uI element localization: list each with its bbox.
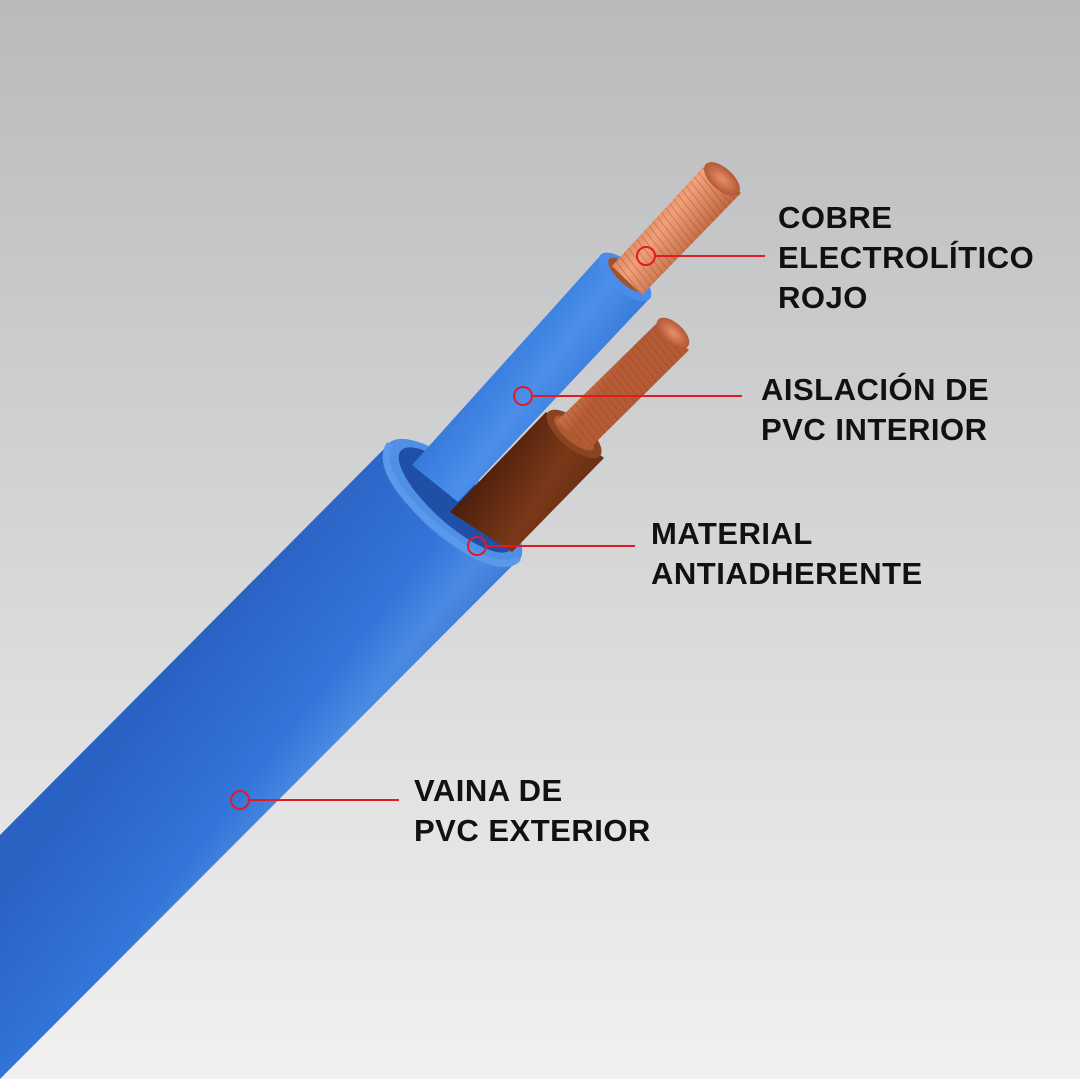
label-line: ROJO [778, 280, 868, 315]
callout-leaders [230, 246, 765, 810]
label-cobre-electrolitico: COBRE ELECTROLÍTICO ROJO [778, 198, 1034, 318]
copper-conductor-upper [612, 162, 741, 295]
label-line: MATERIAL [651, 516, 813, 551]
label-line: VAINA DE [414, 773, 563, 808]
label-line: COBRE [778, 200, 893, 235]
label-aislacion-pvc-interior: AISLACIÓN DE PVC INTERIOR [761, 370, 989, 450]
label-line: PVC INTERIOR [761, 412, 988, 447]
label-line: AISLACIÓN DE [761, 372, 990, 407]
label-vaina-pvc-exterior: VAINA DE PVC EXTERIOR [414, 771, 651, 851]
label-material-antiadherente: MATERIAL ANTIADHERENTE [651, 514, 923, 594]
label-line: ANTIADHERENTE [651, 556, 923, 591]
copper-conductor-lower [556, 317, 690, 448]
sheath-rim [382, 442, 521, 567]
label-line: ELECTROLÍTICO [778, 240, 1035, 275]
label-line: PVC EXTERIOR [414, 813, 651, 848]
